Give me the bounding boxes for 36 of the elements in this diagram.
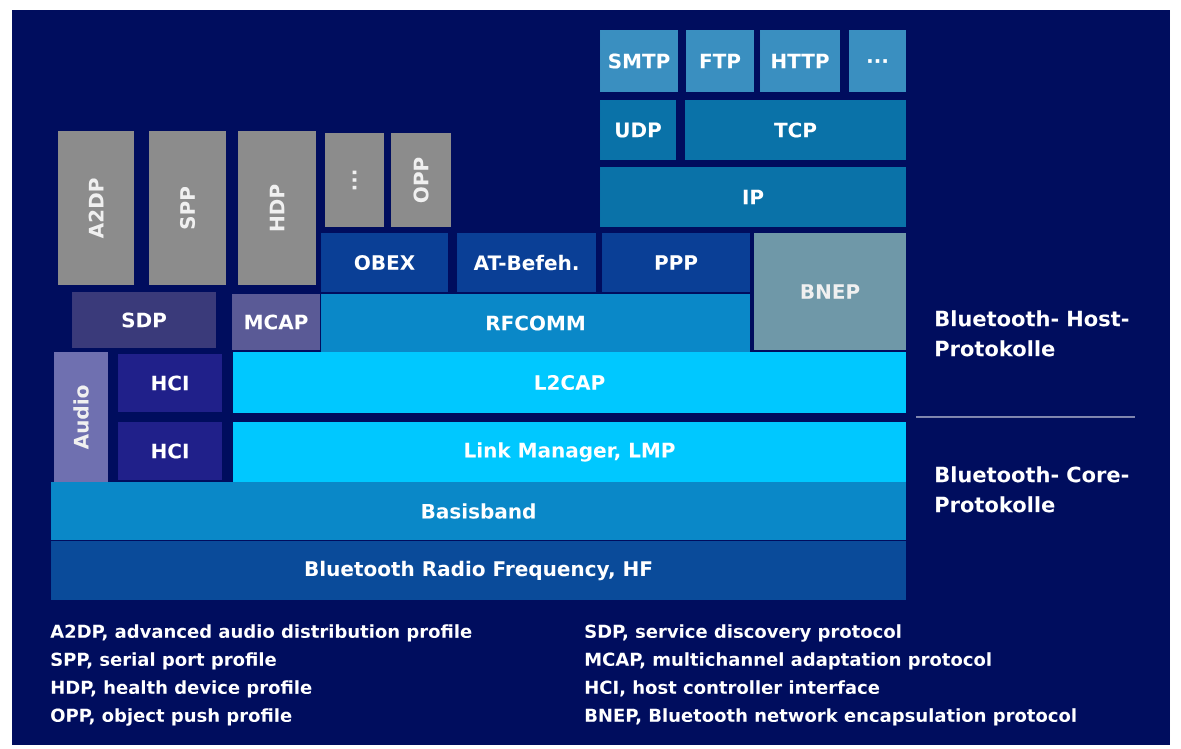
protocol-box: IP <box>600 167 906 227</box>
protocol-box: HTTP <box>760 30 840 92</box>
protocol-box: A2DP <box>58 131 134 285</box>
protocol-box: Link Manager, LMP <box>233 422 906 482</box>
protocol-box: TCP <box>685 100 906 160</box>
protocol-box: HCI <box>118 422 222 480</box>
abbreviation-note: HDP, health device profile <box>51 680 312 698</box>
abbreviation-note: SDP, service discovery protocol <box>585 624 901 642</box>
protocol-box: L2CAP <box>233 352 906 413</box>
abbreviation-note: A2DP, advanced audio distribution profile <box>50 624 472 642</box>
protocol-box: OBEX <box>321 233 448 292</box>
protocol-box: ... <box>849 30 906 92</box>
abbreviation-note: HCI, host controller interface <box>585 680 880 697</box>
abbreviation-note: SPP, serial port profile <box>51 652 276 670</box>
protocol-box: ... <box>325 133 384 227</box>
protocol-box: HCI <box>118 354 222 412</box>
abbreviation-note: BNEP, Bluetooth network encapsulation protocol <box>585 708 1076 726</box>
protocol-box: PPP <box>602 233 750 292</box>
protocol-box: SPP <box>149 131 226 285</box>
protocol-box: Basisband <box>51 482 906 540</box>
protocol-box: FTP <box>686 30 754 92</box>
abbreviation-note: OPP, object push profile <box>51 708 292 726</box>
protocol-box: MCAP <box>232 294 320 350</box>
layer-label: Bluetooth- Core-Protokolle <box>936 466 1129 513</box>
protocol-box: UDP <box>600 100 676 160</box>
abbreviation-note: MCAP, multichannel adaptation protocol <box>585 652 991 670</box>
layer-label: Bluetooth- Host-Protokolle <box>936 310 1129 357</box>
protocol-box: AT-Befeh. <box>457 233 596 292</box>
protocol-box: OPP <box>391 133 451 227</box>
protocol-box: SMTP <box>600 30 678 92</box>
protocol-box: HDP <box>238 131 316 285</box>
protocol-box: Audio <box>54 352 108 482</box>
protocol-box: SDP <box>72 292 216 348</box>
protocol-box: BNEP <box>754 233 906 350</box>
protocol-box: Bluetooth Radio Frequency, HF <box>51 541 906 600</box>
protocol-box: RFCOMM <box>321 294 750 352</box>
